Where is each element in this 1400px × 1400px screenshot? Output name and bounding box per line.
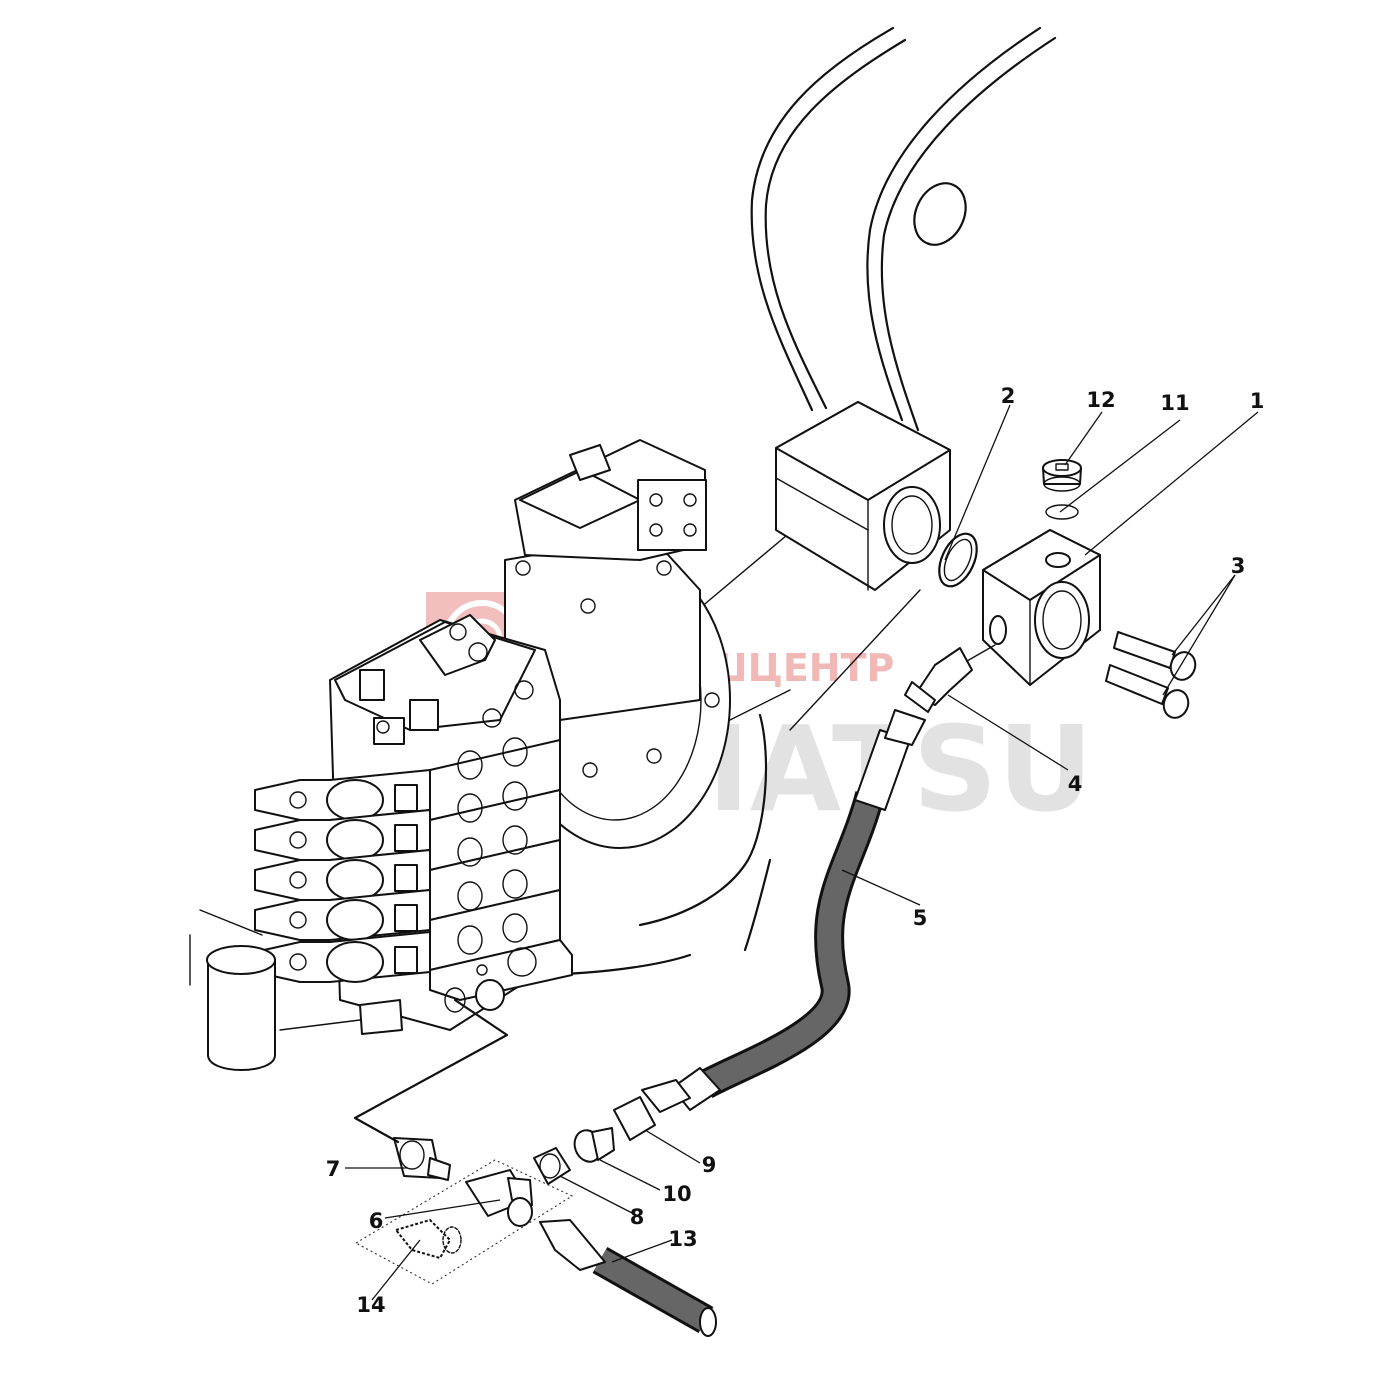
tank-cylinder [206,945,361,1071]
callout-1: 1 [1250,389,1265,413]
hose-part-5 [671,709,926,1111]
callout-14: 14 [356,1293,385,1317]
valve-sections [429,737,573,1013]
callout-2: 2 [1001,384,1016,408]
callout-9: 9 [702,1153,717,1177]
boom-outline [699,26,1057,731]
callout-12: 12 [1086,388,1115,412]
bolts-part-3 [1105,631,1197,719]
boom-block [775,401,951,591]
spool-section [254,809,431,861]
tee-fitting-part-6 [465,1169,533,1227]
adapter-block-part-1 [982,529,1101,686]
callout-10: 10 [662,1182,691,1206]
callout-11: 11 [1160,391,1189,415]
elbow-fitting-part-4 [904,644,996,713]
callout-6: 6 [369,1209,384,1233]
control-valve-bank [254,614,573,1035]
callout-5: 5 [913,906,928,930]
plug-part-12 [1042,459,1082,492]
callout-13: 13 [668,1227,697,1251]
callout-4: 4 [1068,772,1083,796]
fitting-part-7 [393,1137,451,1181]
hose-part-13 [539,1219,717,1337]
callouts: 1 2 3 4 5 6 7 8 9 10 11 12 13 14 [326,384,1265,1317]
swing-motor [504,439,731,849]
nut-part-8 [533,1147,571,1185]
connection-line [353,998,509,1144]
callout-3: 3 [1231,554,1246,578]
leader-lines [345,404,1259,1301]
adapter-part-10 [573,1127,615,1163]
swing-base [189,713,772,986]
nut-part-9 [613,1079,691,1141]
seal-part-11 [1045,504,1079,520]
o-ring-part-2 [938,532,978,588]
callout-8: 8 [630,1205,645,1229]
spool-section [254,889,431,941]
elbow-part-14 [354,1159,574,1285]
callout-7: 7 [326,1157,341,1181]
